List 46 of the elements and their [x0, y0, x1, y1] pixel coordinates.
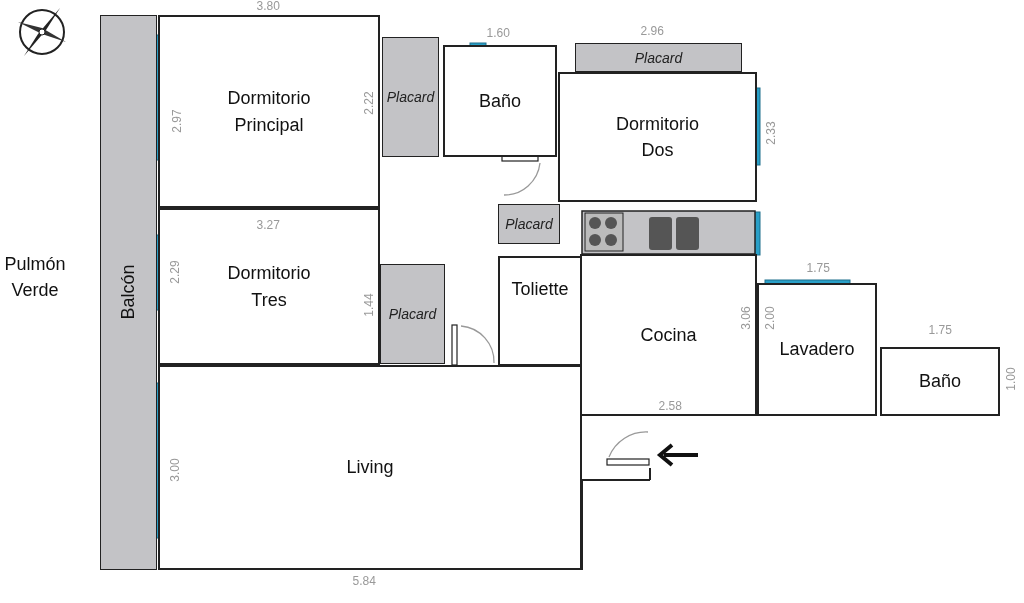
dimension-label: 2.58 [658, 399, 682, 413]
area-label: Pulmón Verde [3, 253, 67, 303]
room-name: Toliette [511, 278, 569, 301]
closet [498, 204, 560, 244]
room-name: Living [346, 456, 394, 480]
room-outline [443, 45, 557, 157]
dimension-label: 3.80 [256, 0, 280, 13]
dimension-label: 3.27 [256, 218, 280, 232]
dimension-label: 2.97 [169, 109, 184, 133]
closet-label: Placard [386, 89, 435, 105]
dimension-label: 2.33 [763, 121, 778, 145]
dimension-label: 2.00 [762, 306, 777, 330]
balcony [100, 15, 157, 570]
closet-label: Placard [388, 306, 437, 322]
room-outline [880, 347, 1000, 416]
room-outline [498, 256, 582, 366]
room-outline [580, 254, 757, 416]
closet-label: Placard [634, 49, 683, 66]
room-name: Lavadero [779, 338, 855, 362]
closet-label: Placard [505, 216, 553, 232]
room-name: Dormitorio Dos [615, 112, 700, 162]
room-name: Dormitorio Tres [226, 262, 312, 312]
balcony-label: Balcón [117, 265, 140, 320]
dimension-label: 3.00 [167, 458, 182, 482]
room-outline [158, 365, 582, 570]
room-outline [558, 72, 757, 202]
dimension-label: 3.06 [738, 306, 753, 330]
dimension-label: 1.75 [806, 261, 830, 275]
dimension-label: 1.75 [928, 323, 952, 337]
dimension-label: 5.84 [352, 574, 376, 588]
room-name: Baño [478, 89, 521, 113]
room-name: Cocina [640, 323, 697, 347]
closet [575, 43, 742, 72]
dimension-label: 2.29 [167, 260, 182, 284]
closet [380, 264, 445, 364]
room-outline [158, 208, 380, 365]
dimension-label: 1.60 [486, 26, 510, 40]
room-outline [757, 283, 877, 416]
dimension-label: 1.44 [361, 293, 376, 317]
dimension-label: 1.00 [1003, 367, 1018, 391]
closet [382, 37, 439, 157]
dimension-label: 2.96 [640, 24, 664, 38]
room-name: Baño [918, 370, 961, 394]
room-name: Dormitorio Principal [226, 87, 312, 137]
room-outline [158, 15, 380, 208]
dimension-label: 2.22 [361, 91, 376, 115]
